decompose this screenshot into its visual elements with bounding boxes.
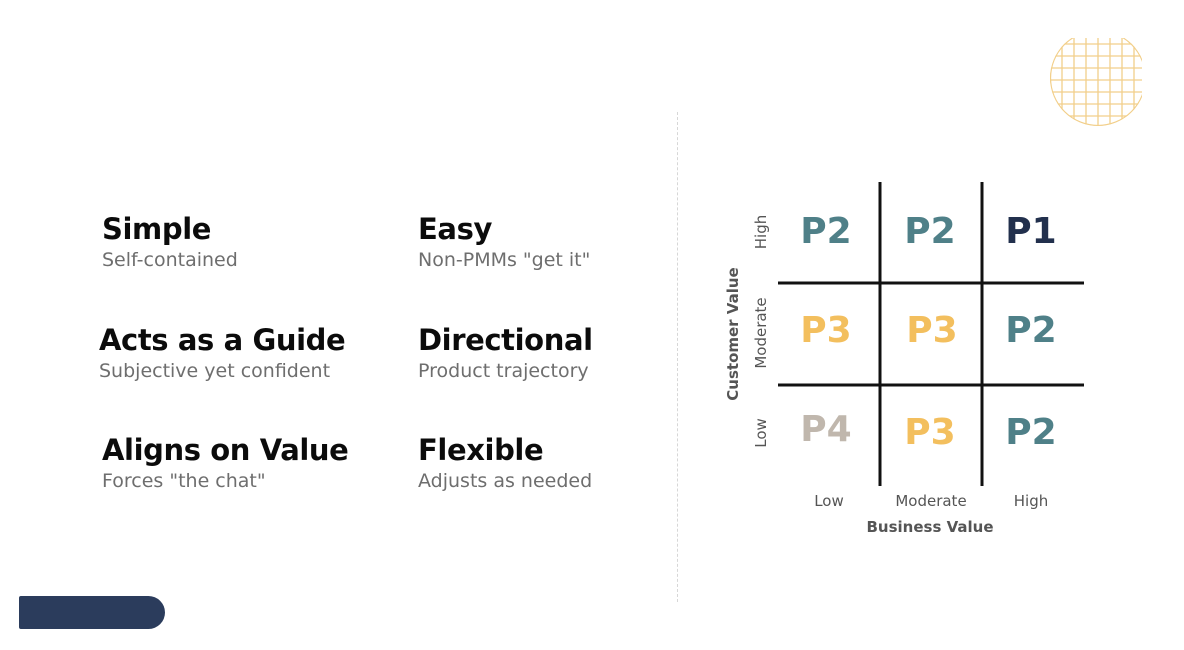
decorative-grid-icon (1050, 38, 1150, 133)
matrix-cell-high-low: P2 (776, 181, 876, 281)
feature-title: Simple (102, 212, 212, 246)
priority-label: P4 (800, 408, 852, 450)
matrix-cell-moderate-high: P2 (981, 280, 1081, 380)
feature-easy: Easy Non-PMMs "get it" (418, 212, 590, 271)
col-label-low: Low (814, 492, 844, 510)
priority-label: P1 (1005, 210, 1057, 252)
col-label-high: High (1013, 492, 1049, 510)
feature-title: Flexible (418, 433, 544, 467)
feature-title: Aligns on Value (102, 433, 349, 467)
feature-flexible: Flexible Adjusts as needed (418, 433, 592, 492)
matrix-cell-high-moderate: P2 (880, 181, 980, 281)
matrix-cell-low-low: P4 (776, 379, 876, 479)
feature-desc: Forces "the chat" (102, 470, 266, 492)
matrix-cell-low-moderate: P3 (880, 382, 980, 482)
feature-aligns-on-value: Aligns on Value Forces "the chat" (102, 433, 349, 492)
matrix-cell-moderate-low: P3 (776, 280, 876, 380)
matrix-cell-moderate-moderate: P3 (882, 280, 982, 380)
feature-title: Acts as a Guide (99, 323, 346, 357)
feature-directional: Directional Product trajectory (418, 323, 593, 382)
decorative-pill (19, 596, 165, 629)
feature-simple: Simple Self-contained (102, 212, 238, 271)
matrix-cell-low-high: P2 (981, 382, 1081, 482)
priority-label: P2 (800, 210, 852, 252)
priority-label: P3 (800, 309, 852, 351)
priority-label: P2 (1005, 411, 1057, 453)
priority-label: P2 (904, 210, 956, 252)
feature-desc: Self-contained (102, 249, 238, 271)
feature-desc: Non-PMMs "get it" (418, 249, 591, 271)
feature-title: Easy (418, 212, 492, 246)
feature-desc: Product trajectory (418, 360, 589, 382)
priority-label: P3 (904, 411, 956, 453)
feature-desc: Adjusts as needed (418, 470, 593, 492)
matrix-cell-high-high: P1 (981, 181, 1081, 281)
x-axis-title: Business Value (866, 518, 994, 536)
priority-label: P3 (906, 309, 958, 351)
feature-desc: Subjective yet confident (99, 360, 331, 382)
feature-title: Directional (418, 323, 593, 357)
col-label-moderate: Moderate (895, 492, 967, 510)
dashed-divider (677, 112, 678, 602)
feature-acts-as-guide: Acts as a Guide Subjective yet confident (99, 323, 346, 382)
priority-label: P2 (1005, 309, 1057, 351)
